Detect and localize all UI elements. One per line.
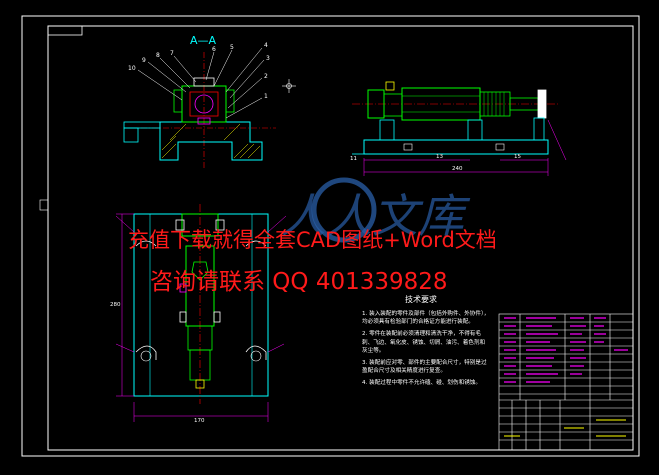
dim-170: 170 — [194, 418, 205, 424]
dim-240: 240 — [452, 166, 463, 172]
watermark-line-2: 咨询请联系 QQ 401339828 — [150, 269, 448, 295]
crosshair-icon — [282, 79, 296, 93]
watermark-line-1: 充值下载就得全套CAD图纸+Word文档 — [128, 228, 497, 252]
side-view: 11 13 15 240 — [350, 81, 567, 176]
tech-item-2: 2. 零件在装配前必须清理和清洗干净，不得有毛刺、飞边、氧化皮、锈蚀、切屑、油污… — [362, 331, 486, 354]
parts-list-marks — [504, 317, 628, 383]
corner-label-box — [47, 25, 83, 36]
callout-9: 9 — [142, 57, 146, 64]
callout-8: 8 — [156, 52, 160, 59]
inner-frame — [47, 25, 634, 451]
tech-item-1: 1. 装入装配的零件及部件（包括外购件、外协件），均必须具有检验部门的合格证方能… — [362, 311, 490, 326]
callout-2: 2 — [264, 73, 268, 80]
callout-1: 1 — [264, 93, 268, 100]
callout-6: 6 — [212, 46, 216, 53]
callout-10: 10 — [128, 65, 136, 72]
title-block-marks — [504, 419, 626, 437]
section-label: A—A — [190, 34, 217, 47]
tech-requirements: 技术要求 — [405, 294, 437, 304]
callout-3: 3 — [266, 55, 270, 62]
callout-4: 4 — [264, 42, 268, 49]
callout-5: 5 — [230, 44, 234, 51]
outer-frame — [21, 15, 640, 457]
dim-13: 13 — [436, 154, 443, 160]
dim-11: 11 — [350, 156, 357, 162]
tech-item-3: 3. 装配前应对零、部件的主要配合尺寸，特别是过盈配合尺寸及相关精度进行复查。 — [362, 360, 487, 375]
title-block — [498, 313, 634, 451]
tech-item-4: 4. 装配过程中零件不允许磕、碰、划伤和锈蚀。 — [362, 380, 481, 387]
dim-280: 280 — [110, 302, 121, 308]
dim-15: 15 — [514, 154, 521, 160]
bracket-section — [159, 121, 263, 161]
section-view-a-a: A—A — [123, 34, 296, 168]
plan-view: 170 280 — [110, 204, 287, 424]
side-base-plate — [363, 139, 549, 155]
callout-7: 7 — [170, 50, 174, 57]
tech-requirements-list: 1. 装入装配的零件及部件（包括外购件、外协件），均必须具有检验部门的合格证方能… — [362, 310, 490, 388]
tech-title: 技术要求 — [405, 294, 437, 304]
